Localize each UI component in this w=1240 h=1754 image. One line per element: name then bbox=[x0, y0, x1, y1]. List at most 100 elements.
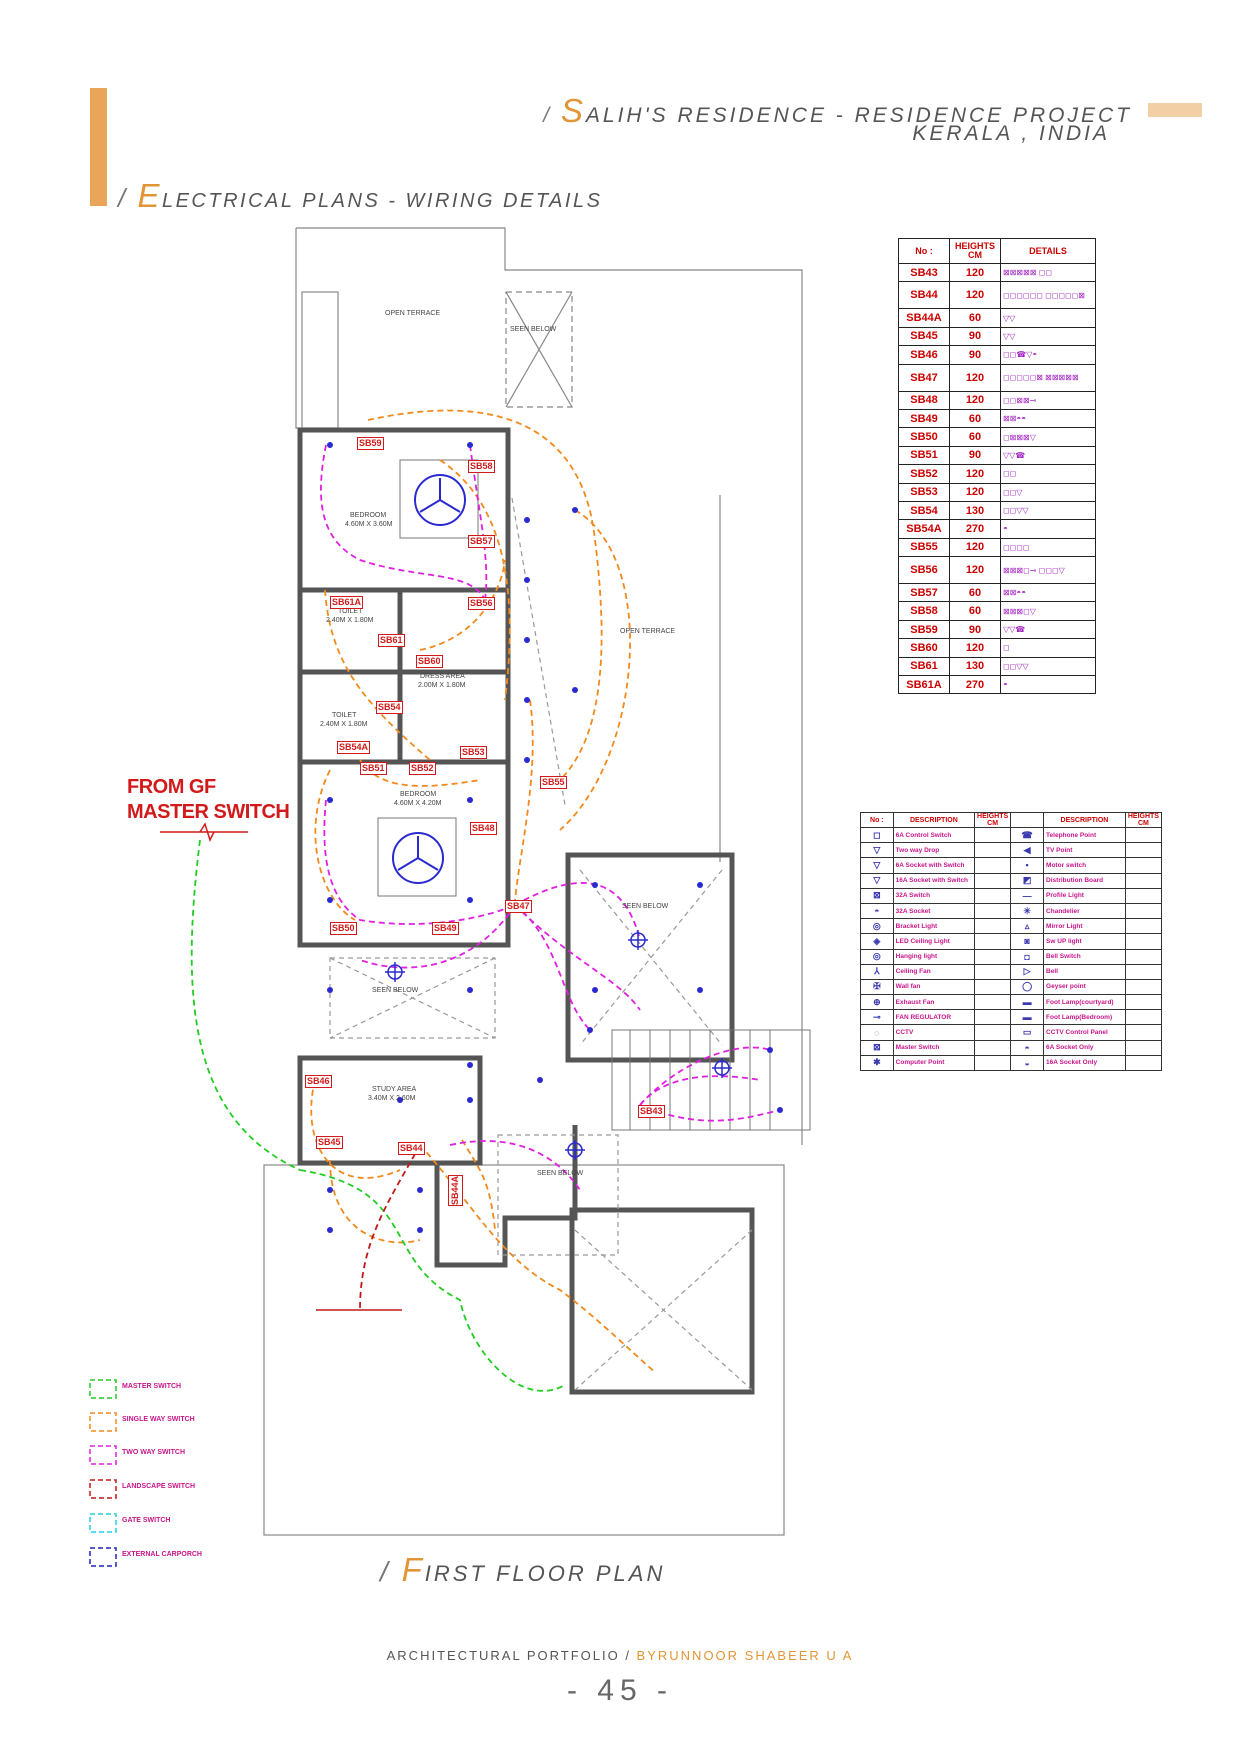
table-cell: 120 bbox=[949, 363, 1001, 392]
table-cell: ▪ bbox=[1010, 857, 1045, 874]
table-cell: SB56 bbox=[898, 556, 950, 585]
wire-legend-label: TWO WAY SWITCH bbox=[122, 1449, 185, 1456]
wire-legend-label: LANDSCAPE SWITCH bbox=[122, 1483, 196, 1490]
room-label-bedroom: BEDROOM bbox=[400, 791, 437, 798]
table-cell: Telephone Point bbox=[1043, 826, 1126, 844]
table-cell: ◓ bbox=[1000, 675, 1096, 695]
col-header: No : bbox=[898, 238, 950, 264]
table-cell: ▬ bbox=[1010, 1009, 1045, 1026]
wire-legend-label: SINGLE WAY SWITCH bbox=[122, 1416, 195, 1423]
project-title: / SALIH'S RESIDENCE - RESIDENCE PROJECT bbox=[543, 92, 1132, 129]
table-cell bbox=[1124, 872, 1163, 889]
table-cell: SB44 bbox=[898, 281, 950, 310]
table-cell: ⊠ bbox=[860, 1039, 894, 1056]
table-cell: 120 bbox=[949, 262, 1001, 283]
table-cell bbox=[974, 933, 1012, 950]
switchboard-tag: SB58 bbox=[468, 460, 495, 473]
table-cell: ◻◻ bbox=[1000, 464, 1096, 484]
room-size: 2.40M X 1.80M bbox=[326, 617, 374, 624]
table-row: ◎Hanging light◘Bell Switch bbox=[860, 948, 1163, 965]
table-cell: SB45 bbox=[898, 326, 950, 347]
table-cell: Bell Switch bbox=[1043, 948, 1126, 965]
table-cell: Distribution Board bbox=[1043, 872, 1126, 889]
table-cell: CCTV bbox=[892, 1024, 976, 1041]
table-cell: ◓ bbox=[1000, 519, 1096, 539]
table-cell bbox=[974, 842, 1012, 859]
table-row: ⅄Ceiling Fan▷Bell bbox=[860, 963, 1163, 980]
table-cell: 32A Switch bbox=[892, 887, 976, 904]
table-cell bbox=[974, 948, 1012, 965]
room-label-bedroom: BEDROOM bbox=[350, 512, 387, 519]
switchboard-tag: SB47 bbox=[505, 900, 532, 913]
switchboard-tag: SB61 bbox=[378, 634, 405, 647]
table-cell: ▽ bbox=[860, 842, 894, 859]
table-cell: ◯ bbox=[1010, 978, 1045, 996]
switchboard-tag: SB46 bbox=[305, 1075, 332, 1088]
table-cell: ◒ bbox=[1010, 1054, 1045, 1072]
table-cell: ◀ bbox=[1010, 842, 1045, 859]
switchboard-tag: SB60 bbox=[416, 655, 443, 668]
table-cell: SB58 bbox=[898, 601, 950, 621]
table-cell: 90 bbox=[949, 445, 1001, 466]
accent-bar bbox=[90, 88, 107, 206]
switchboard-tag: SB50 bbox=[330, 922, 357, 935]
table-cell: SB52 bbox=[898, 464, 950, 484]
table-cell: 120 bbox=[949, 556, 1001, 585]
table-cell bbox=[974, 872, 1012, 889]
table-cell: LED Ceiling Light bbox=[892, 933, 976, 950]
table-cell: ◻◻▽▽ bbox=[1000, 656, 1096, 677]
table-cell: ⊕ bbox=[860, 994, 894, 1011]
room-label-seen-below: SEEN BELOW bbox=[537, 1170, 584, 1177]
table-cell: ◈ bbox=[860, 933, 894, 950]
table-cell: 120 bbox=[949, 638, 1001, 658]
room-size: 2.40M X 1.80M bbox=[320, 721, 368, 728]
table-row: ⊸FAN REGULATOR▬Foot Lamp(Bedroom) bbox=[860, 1009, 1163, 1026]
table-cell: Foot Lamp(courtyard) bbox=[1043, 994, 1126, 1011]
table-cell: Exhaust Fan bbox=[892, 994, 976, 1011]
table-cell: ◎ bbox=[860, 918, 894, 935]
table-cell bbox=[974, 826, 1012, 844]
room-size: 3.40M X 2.60M bbox=[368, 1095, 416, 1102]
room-label-seen-below: SEEN BELOW bbox=[622, 903, 669, 910]
table-cell: 32A Socket bbox=[892, 902, 976, 920]
table-cell: SB46 bbox=[898, 345, 950, 365]
table-cell: Sw UP light bbox=[1043, 933, 1126, 950]
section-title: / ELECTRICAL PLANS - WIRING DETAILS bbox=[118, 177, 603, 214]
table-cell: Chandelier bbox=[1043, 902, 1126, 920]
table-cell: ☎ bbox=[1010, 826, 1045, 844]
table-cell bbox=[1124, 918, 1163, 935]
room-label-dress: DRESS AREA bbox=[420, 673, 465, 680]
table-cell: ◻◻◻◻ bbox=[1000, 537, 1096, 558]
table-cell: 6A Socket with Switch bbox=[892, 857, 976, 874]
table-cell: Computer Point bbox=[892, 1054, 976, 1072]
table-cell: Hanging light bbox=[892, 948, 976, 965]
table-cell: SB54 bbox=[898, 500, 950, 521]
table-cell: ▷ bbox=[1010, 963, 1045, 980]
switchboard-tag: SB59 bbox=[357, 437, 384, 450]
table-cell: 60 bbox=[949, 408, 1001, 429]
page-number: - 45 - bbox=[566, 1674, 674, 1707]
table-row: ⊠32A Switch—Profile Light bbox=[860, 887, 1163, 904]
table-row: ▽Two way Drop◀TV Point bbox=[860, 842, 1163, 859]
table-cell: 6A Socket Only bbox=[1043, 1039, 1126, 1056]
table-cell: Profile Light bbox=[1043, 887, 1126, 904]
room-label-toilet: TOILET bbox=[338, 608, 363, 615]
table-cell bbox=[974, 963, 1012, 980]
table-cell: ◻◻▽ bbox=[1000, 482, 1096, 502]
table-cell: ◘ bbox=[1010, 948, 1045, 965]
table-cell bbox=[974, 857, 1012, 874]
room-label-toilet: TOILET bbox=[332, 712, 357, 719]
table-cell: 130 bbox=[949, 500, 1001, 521]
table-cell: 90 bbox=[949, 619, 1001, 640]
table-row: ◎Bracket Light▵Mirror Light bbox=[860, 918, 1163, 935]
table-row: ✠Wall fan◯Geyser point bbox=[860, 978, 1163, 996]
table-cell: Bell bbox=[1043, 963, 1126, 980]
table-cell: 90 bbox=[949, 326, 1001, 347]
room-size: 2.00M X 1.80M bbox=[418, 682, 466, 689]
